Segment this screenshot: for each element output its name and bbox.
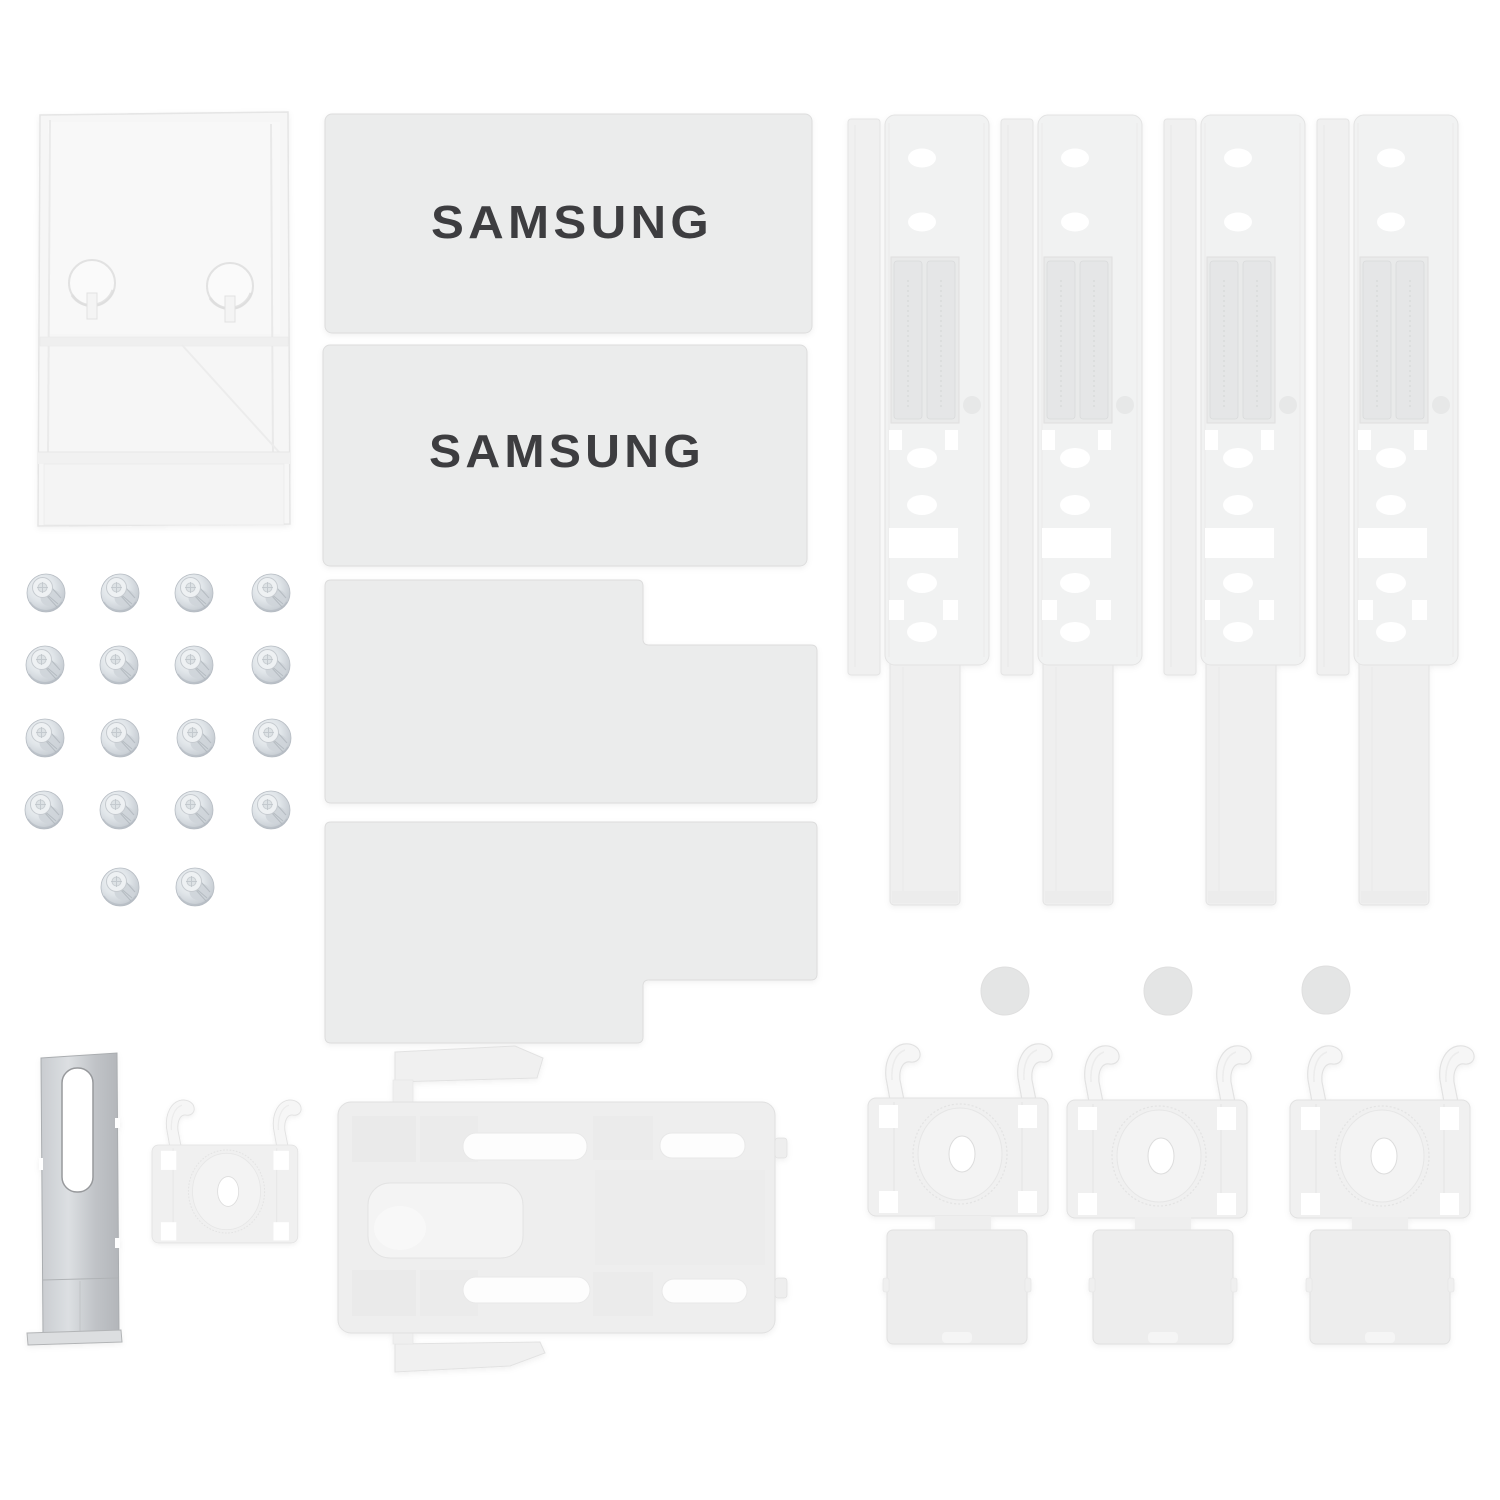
door-slider-plate xyxy=(337,1045,788,1373)
slider-slot-top-right xyxy=(659,1132,746,1159)
screw xyxy=(176,718,216,758)
square-cover-cap xyxy=(1088,1229,1238,1345)
screw xyxy=(100,718,140,758)
stepped-cover-plate-1 xyxy=(324,579,818,804)
door-clip-assembly-3 xyxy=(1290,1046,1474,1345)
screw xyxy=(251,645,291,685)
screw xyxy=(251,573,291,613)
slider-slot-bottom-left xyxy=(462,1276,591,1304)
samsung-cover-plate-1: SAMSUNG xyxy=(324,113,813,334)
hole-caps xyxy=(980,965,1351,1016)
samsung-logo-2: SAMSUNG xyxy=(429,425,705,477)
door-clip xyxy=(868,1044,1052,1216)
cover-keyhole-left xyxy=(68,259,116,320)
slider-top-fin xyxy=(394,1045,544,1083)
screw xyxy=(252,718,292,758)
screw xyxy=(25,645,65,685)
cover-keyhole-right xyxy=(206,262,254,323)
screw xyxy=(174,790,214,830)
door-clip-assembly-1 xyxy=(868,1044,1052,1345)
slider-bottom-fin xyxy=(394,1341,546,1373)
slider-slot-top-left xyxy=(462,1132,588,1161)
hole-cap-3 xyxy=(1301,965,1351,1015)
square-cover-cap xyxy=(882,1229,1032,1345)
screw xyxy=(24,790,64,830)
hole-cap-1 xyxy=(980,966,1030,1016)
metal-bracket xyxy=(26,1052,123,1346)
translucent-corner-cover xyxy=(37,111,291,527)
slide-rail-3 xyxy=(1163,114,1306,906)
screw xyxy=(174,573,214,613)
slider-slot-bottom-right xyxy=(661,1278,748,1304)
screw xyxy=(99,790,139,830)
slide-rail-2 xyxy=(1000,114,1143,906)
samsung-cover-plate-2: SAMSUNG xyxy=(322,344,808,567)
screw xyxy=(100,867,140,907)
slide-rail-4 xyxy=(1316,114,1459,906)
screw-grid xyxy=(24,573,292,907)
screw xyxy=(26,573,66,613)
door-clip xyxy=(1290,1046,1474,1218)
door-clip-small xyxy=(152,1100,301,1243)
bracket-foot xyxy=(26,1329,123,1346)
screw xyxy=(174,645,214,685)
bracket-slot xyxy=(61,1067,94,1193)
screw xyxy=(99,645,139,685)
screw xyxy=(100,573,140,613)
hole-cap-2 xyxy=(1143,966,1193,1016)
screw xyxy=(175,867,215,907)
stepped-cover-plate-2 xyxy=(324,821,818,1044)
door-clip xyxy=(1067,1046,1251,1218)
door-clip-assembly-2 xyxy=(1067,1046,1251,1345)
screw xyxy=(25,718,65,758)
screw xyxy=(251,790,291,830)
slide-rail-1 xyxy=(847,114,990,906)
samsung-logo-1: SAMSUNG xyxy=(431,196,713,248)
square-cover-cap xyxy=(1305,1229,1455,1345)
